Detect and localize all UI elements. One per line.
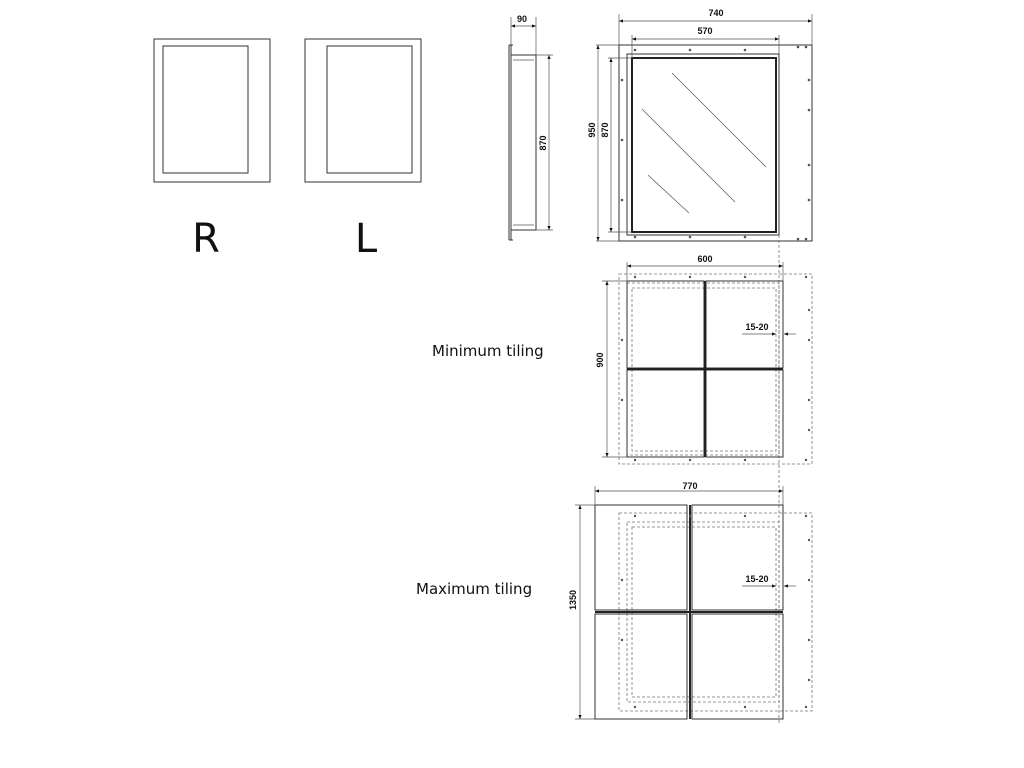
min-gap-dimension: 15-20 — [745, 322, 768, 332]
minimum-tiling-diagram — [602, 262, 813, 465]
maximum-tiling-diagram — [575, 486, 813, 720]
max-width-dimension: 770 — [682, 481, 697, 491]
overall-height-dimension: 950 — [587, 122, 597, 137]
min-height-dimension: 900 — [595, 352, 605, 367]
glass-reflection-line — [641, 108, 736, 203]
depth-dimension: 90 — [517, 14, 527, 24]
variant-left-label: L — [355, 216, 378, 262]
min-width-dimension: 600 — [697, 254, 712, 264]
maximum-tiling-caption: Maximum tiling — [416, 580, 532, 598]
side-view — [508, 17, 553, 241]
door-height-dimension: 870 — [600, 122, 610, 137]
door-width-dimension: 570 — [697, 26, 712, 36]
glass-reflection-line — [647, 174, 690, 214]
variant-left-icon — [304, 38, 422, 183]
max-height-dimension: 1350 — [568, 590, 578, 610]
max-gap-dimension: 15-20 — [745, 574, 768, 584]
glass-reflection-line — [671, 72, 767, 168]
variant-right-icon — [153, 38, 271, 183]
side-height-dimension: 870 — [538, 135, 548, 150]
variant-right-label: R — [192, 216, 220, 262]
overall-width-dimension: 740 — [708, 8, 723, 18]
minimum-tiling-caption: Minimum tiling — [432, 342, 544, 360]
